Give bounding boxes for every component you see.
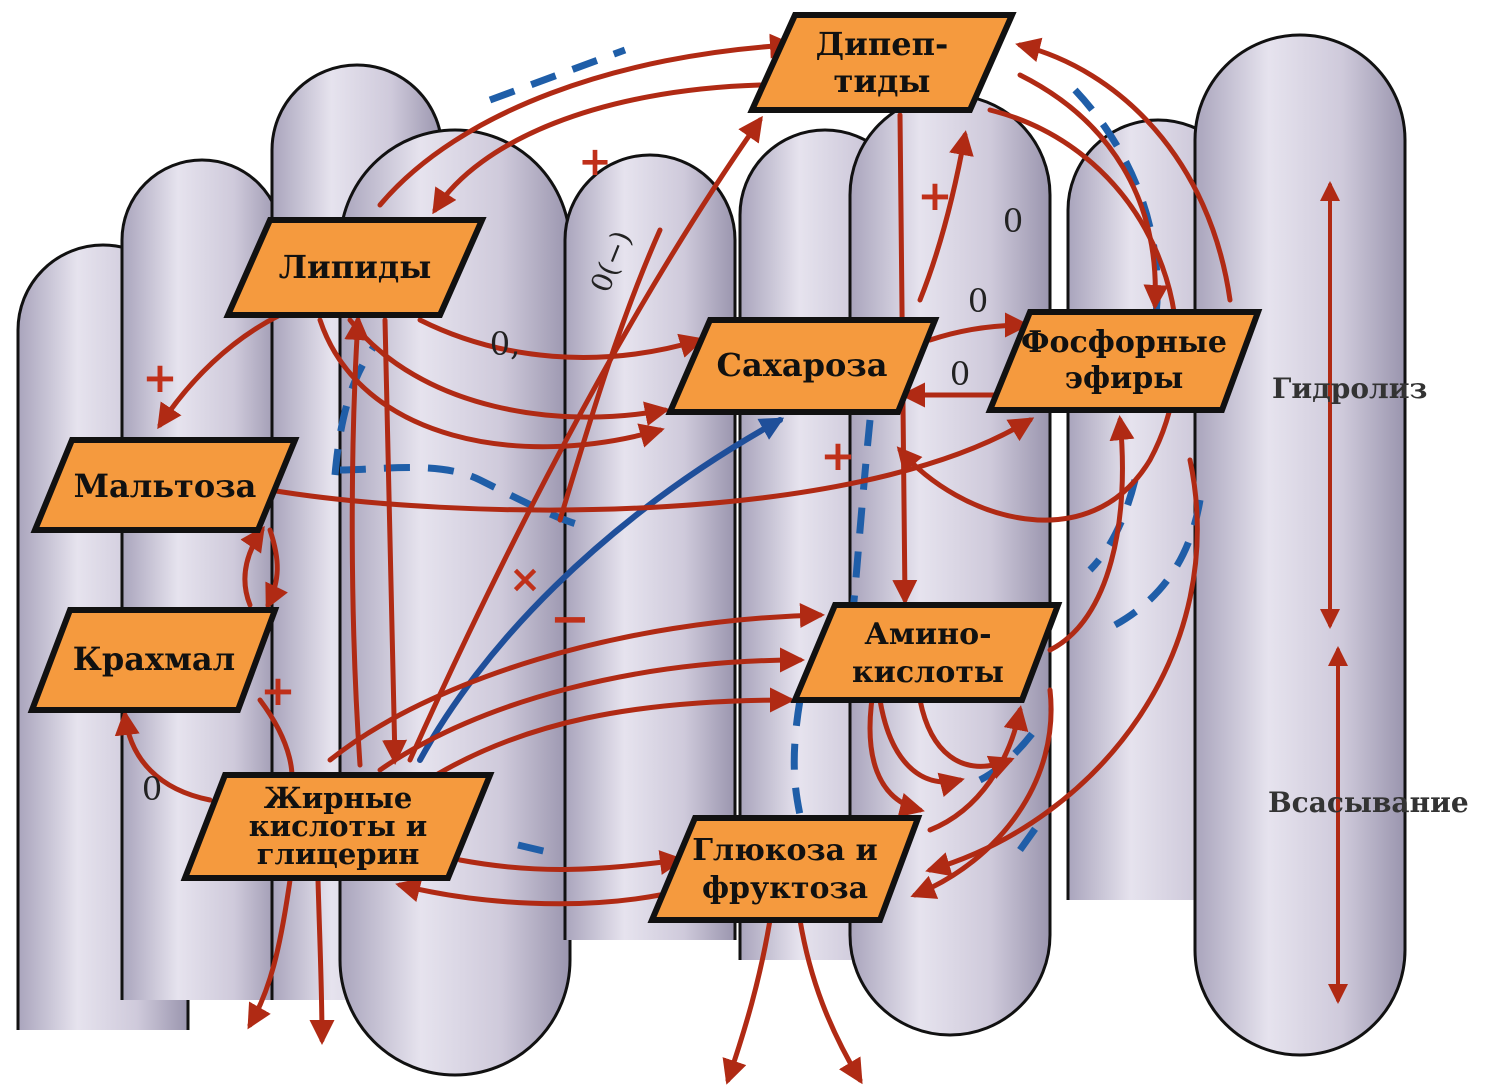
node-fatty-line3: глицерин bbox=[257, 837, 420, 871]
arrow-amino-to-phosphate bbox=[1047, 415, 1135, 653]
arrow-lipids-to-dipeptides bbox=[377, 33, 795, 208]
arrow-fatty-to-amino-3 bbox=[417, 687, 795, 788]
plus-mark-right-top: + bbox=[917, 171, 952, 220]
zero-mark-2: 0 bbox=[968, 282, 988, 320]
node-glucose-line1: Глюкоза и bbox=[692, 833, 878, 868]
node-fatty-line1: Жирные bbox=[264, 781, 413, 815]
zero-mark-1: 0 bbox=[1003, 202, 1023, 240]
zero-mark-3: 0 bbox=[950, 355, 970, 393]
node-fatty-line2: кислоты и bbox=[249, 809, 428, 843]
arrow-right-loop-to-glucose bbox=[925, 457, 1200, 877]
node-amino-acids: Амино- кислоты bbox=[790, 602, 1063, 703]
node-starch-label: Крахмал bbox=[73, 640, 235, 678]
node-maltose: Мальтоза bbox=[30, 437, 300, 533]
node-fatty-acids: Жирные кислоты и глицерин bbox=[180, 772, 495, 881]
blue-dash-bottom bbox=[517, 841, 561, 859]
plus-mark-top: + bbox=[578, 139, 612, 185]
plus-mark-lower-left: + bbox=[260, 666, 295, 715]
minus-mark: − bbox=[550, 591, 590, 647]
arrow-sucrose-to-dipeptides bbox=[917, 130, 974, 303]
arrow-lipids-to-sucrose bbox=[417, 317, 705, 360]
arrow-zero-neg bbox=[557, 227, 663, 523]
arrow-amino-loop-1 bbox=[877, 697, 965, 797]
arrow-lipids-curve-3 bbox=[317, 317, 665, 450]
red-arrows bbox=[114, 33, 1348, 1085]
node-glucose: Глюкоза и фруктоза bbox=[647, 815, 923, 923]
arrow-maltose-to-starch bbox=[265, 527, 288, 610]
arrow-lipids-down bbox=[382, 317, 408, 765]
node-starch: Крахмал bbox=[27, 607, 280, 713]
arrow-lipids-curve-2 bbox=[347, 317, 670, 427]
arrow-glucose-to-amino bbox=[927, 705, 1029, 833]
sign-marks: + + + + + × − 0 0 0 0 0, 0(−) bbox=[142, 139, 1023, 808]
arrow-fatty-to-amino bbox=[327, 603, 825, 763]
blue-dash-low-right2 bbox=[1017, 812, 1048, 853]
arrow-sucrose-to-phosphate bbox=[927, 312, 1030, 343]
node-amino-line2: кислоты bbox=[852, 655, 1004, 690]
node-phosphate-esters: Фосфорные эфиры bbox=[985, 309, 1263, 413]
node-sucrose-label: Сахароза bbox=[717, 346, 888, 384]
plus-mark-left: + bbox=[142, 353, 177, 402]
arrow-out-1 bbox=[247, 877, 293, 1030]
arrow-amino-loop-2 bbox=[917, 697, 1015, 780]
node-dipeptides-line1: Дипеп- bbox=[816, 25, 949, 63]
arrow-maltose-to-phosphate bbox=[267, 417, 1035, 513]
node-maltose-label: Мальтоза bbox=[74, 467, 257, 505]
arrow-fatty-to-amino-2 bbox=[377, 647, 805, 773]
node-phosphate-line1: Фосфорные bbox=[1021, 325, 1227, 360]
node-lipids: Липиды bbox=[223, 217, 487, 318]
plus-mark-center: + bbox=[820, 431, 855, 480]
arrow-dipeptides-to-lipids bbox=[432, 82, 763, 215]
blue-dash-middle bbox=[339, 464, 581, 529]
arrow-out-4 bbox=[797, 917, 863, 1085]
arrow-right-loop-to-dipeptides bbox=[1015, 37, 1233, 303]
blue-dash-top bbox=[488, 46, 627, 104]
arrow-out-3 bbox=[722, 917, 773, 1085]
arrow-amino-down-loop bbox=[867, 677, 925, 818]
arrow-dipeptides-to-phosphate bbox=[1017, 72, 1169, 310]
arrow-starch-to-maltose bbox=[240, 525, 265, 608]
node-sucrose: Сахароза bbox=[665, 317, 940, 415]
times-mark: × bbox=[509, 557, 541, 601]
arrow-glucose-to-fatty bbox=[395, 877, 663, 907]
node-phosphate-line2: эфиры bbox=[1065, 361, 1184, 396]
blue-dash-left-arc bbox=[331, 342, 378, 476]
arrow-fatty-to-starch bbox=[114, 710, 213, 803]
arrow-out-2 bbox=[309, 877, 335, 1045]
arrow-fatty-to-lipids bbox=[344, 315, 370, 768]
node-dipeptides: Дипеп- тиды bbox=[747, 12, 1017, 113]
arrow-amino-to-glucose bbox=[910, 687, 1054, 899]
arrow-fatty-to-dipeptides bbox=[407, 115, 763, 763]
zero-comma-mark: 0, bbox=[490, 325, 521, 363]
blue-dash-sucrose-down bbox=[846, 419, 874, 641]
arrow-right-big-loop bbox=[896, 107, 1180, 523]
arrow-lipids-to-maltose bbox=[157, 312, 283, 430]
blue-arrow-fatty-to-sucrose bbox=[417, 417, 785, 763]
node-amino-line1: Амино- bbox=[864, 617, 991, 652]
hydrolysis-label: Гидролиз bbox=[1272, 372, 1427, 405]
zero-mark-4: 0 bbox=[142, 770, 162, 808]
node-lipids-label: Липиды bbox=[279, 248, 432, 286]
blue-dash-amino-glucose bbox=[790, 699, 804, 816]
villus-9 bbox=[1193, 33, 1407, 1057]
blue-dash-low-right bbox=[978, 727, 1038, 784]
node-glucose-line2: фруктоза bbox=[702, 871, 868, 906]
arrow-fatty-to-glucose bbox=[457, 850, 685, 875]
absorption-label: Всасывание bbox=[1268, 786, 1469, 819]
node-dipeptides-line2: тиды bbox=[834, 62, 931, 100]
